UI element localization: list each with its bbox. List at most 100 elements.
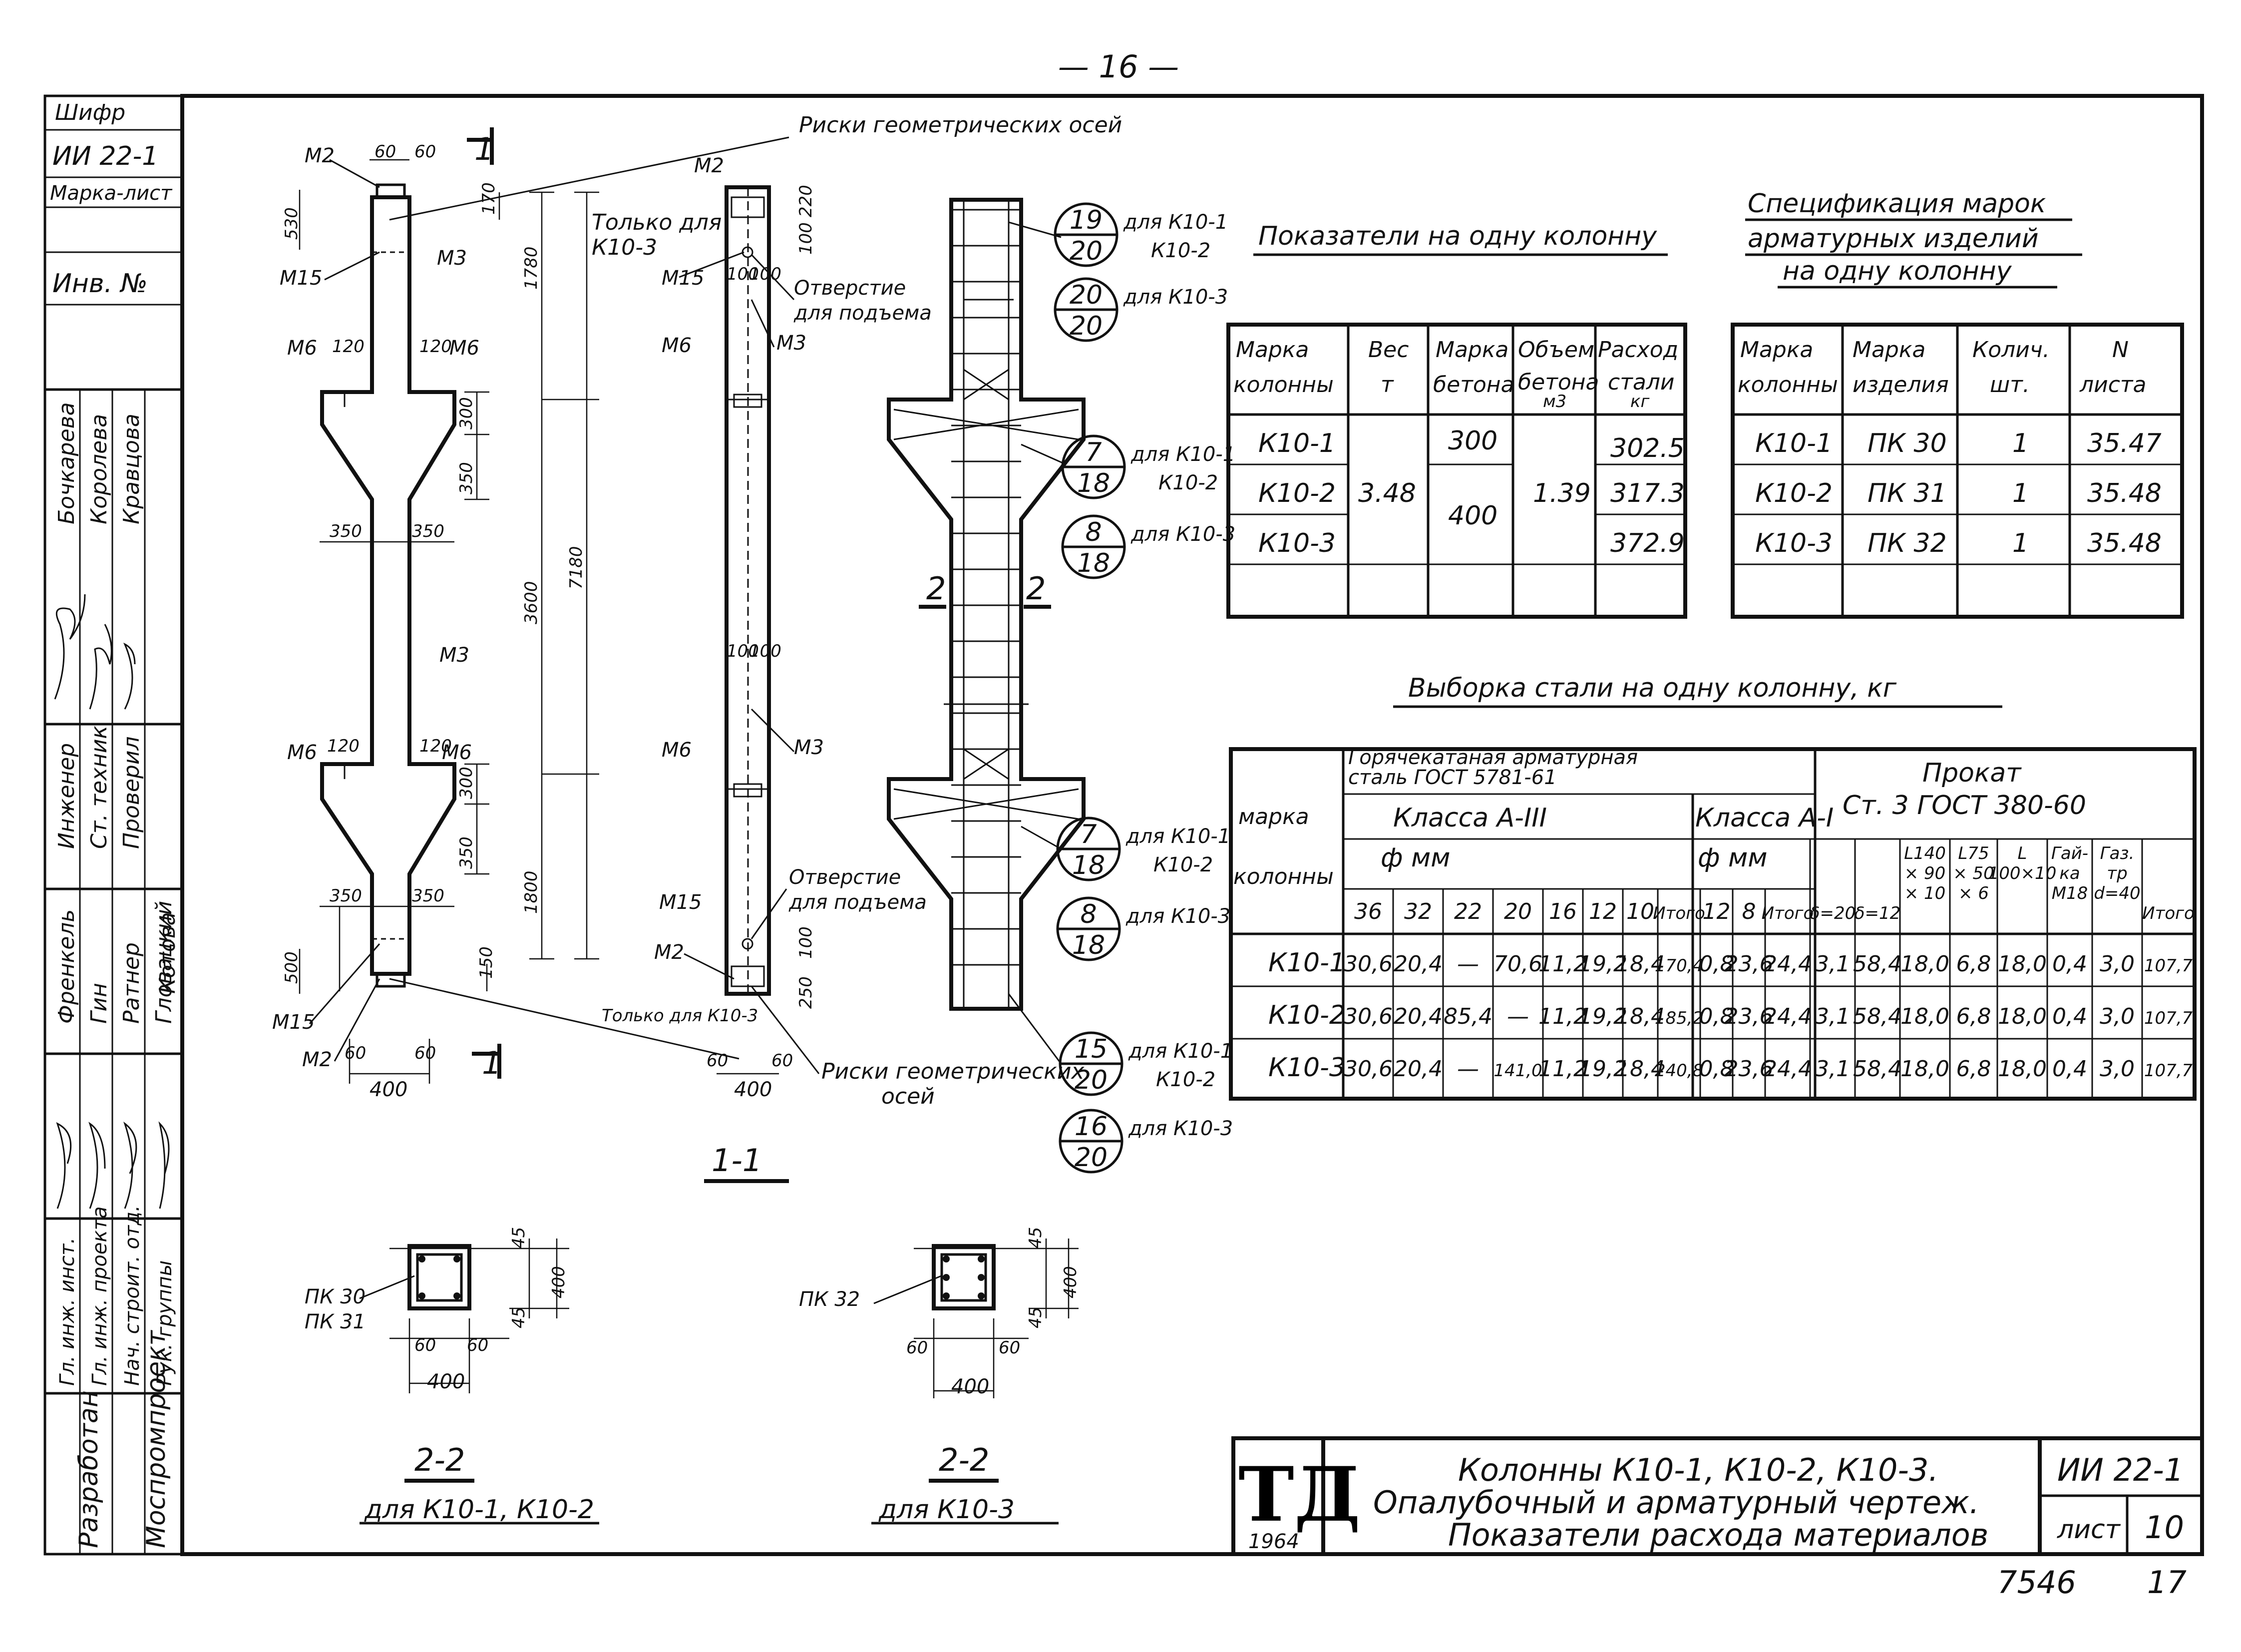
- steel-cell: 18,0: [1900, 951, 1949, 977]
- inv-label: Инв. №: [52, 269, 148, 299]
- label-m3-sec-bot: М3: [794, 736, 824, 759]
- title-line-3: Показатели расхода материалов: [1448, 1517, 1988, 1553]
- label-hole-top-a: Отверстие: [794, 277, 906, 300]
- ind-row-3-steel: 372.9: [1610, 528, 1685, 558]
- label-hole-bot-b: для подъема: [788, 891, 927, 914]
- signature-2: [89, 624, 112, 710]
- steel-cell: 23,6: [1725, 951, 1774, 977]
- steel-h-class1: Класса А-I: [1695, 803, 1834, 833]
- dim-400-22a: 400: [427, 1370, 465, 1393]
- steel-col-header: 12: [1703, 899, 1731, 924]
- steel-cell: 23,6: [1725, 1056, 1774, 1082]
- callout-note-2: К10-2: [1156, 1068, 1215, 1091]
- steel-cell: 23,6: [1725, 1004, 1774, 1029]
- dim-300-bot: 300: [456, 767, 476, 799]
- dim-3600: 3600: [521, 581, 541, 624]
- section-2-2-b-caption: для К10-3: [878, 1495, 1015, 1525]
- dim-100-sec-a: 100: [727, 264, 759, 284]
- dim-45-22a-top: 45: [509, 1227, 529, 1248]
- steel-cell: 58,4: [1853, 951, 1902, 977]
- steel-col-header: 100×10: [1988, 863, 2057, 883]
- steel-col-header: Гай-: [2051, 843, 2088, 863]
- steel-col-header: δ=20: [1810, 903, 1856, 923]
- dim-100-sec-top: 100: [796, 222, 816, 255]
- steel-cell: 20,4: [1394, 951, 1443, 977]
- specification-table: Спецификация марок арматурных изделий на…: [1731, 189, 2184, 619]
- cut-marker-2-right: 2: [1026, 570, 1046, 607]
- steel-cell: 0,4: [2052, 1004, 2087, 1029]
- ind-weight: 3.48: [1358, 478, 1416, 508]
- label-m6-right-top: М6: [449, 337, 479, 360]
- section-1-1-label: 1-1: [712, 1142, 762, 1179]
- steel-cell: 19,2: [1578, 1004, 1627, 1029]
- label-hole-top-b: для подъема: [793, 302, 932, 325]
- steel-h-prokat-b: Ст. 3 ГОСТ 380-60: [1843, 791, 2086, 821]
- steel-cell: 30,6: [1344, 1004, 1393, 1029]
- ind-h-steel-c: кг: [1630, 392, 1650, 412]
- steel-title: Выборка стали на одну колонну, кг: [1408, 673, 1897, 703]
- steel-col-header: Газ.: [2100, 843, 2135, 863]
- steel-cell: 0,4: [2052, 1056, 2087, 1082]
- label-m6-sec-bot: М6: [662, 739, 692, 762]
- dim-100-sec-c: 100: [727, 641, 759, 661]
- callout-note-1: для К10-1: [1128, 1040, 1233, 1063]
- steel-cell: 19,2: [1578, 951, 1627, 977]
- spec-title-3: на одну колонну: [1783, 256, 2012, 286]
- footer-right-number: 17: [2147, 1564, 2187, 1601]
- spec-h-item-b: изделия: [1853, 372, 1949, 398]
- steel-h-hot-a: Горячекатаная арматурная: [1348, 746, 1638, 769]
- dim-100-sec-d: 100: [749, 641, 781, 661]
- label-pk30: ПК 30: [305, 1285, 366, 1308]
- dim-60-sec-b: 60: [771, 1051, 793, 1071]
- steel-cell: 18,0: [1998, 951, 2047, 977]
- ind-h-steel-a: Расход: [1598, 337, 1678, 363]
- signature-5: [88, 1122, 106, 1209]
- title-year: 1964: [1248, 1530, 1299, 1553]
- spec-h-sheet-a: N: [2112, 337, 2129, 363]
- steel-cell: 3,0: [2100, 1004, 2135, 1029]
- steel-cell: 18,4: [1616, 951, 1665, 977]
- callout-bottom: 20: [1075, 1143, 1108, 1173]
- steel-cell: 58,4: [1853, 1056, 1902, 1082]
- steel-h-phi: ф мм: [1381, 843, 1450, 873]
- steel-cell: 0,8: [1699, 1004, 1734, 1029]
- section-2-2-a-caption: для К10-1, К10-2: [364, 1495, 594, 1525]
- callout-bottom: 18: [1077, 468, 1110, 498]
- stamp-name-gin: Гин: [86, 983, 112, 1024]
- stamp-role-chief-project: Гл. инж. проекта: [88, 1207, 111, 1386]
- steel-cell: 24,4: [1763, 1056, 1812, 1082]
- dim-45-22b-top: 45: [1026, 1227, 1046, 1248]
- label-hole-bot-a: Отверстие: [789, 866, 901, 889]
- dim-350-right-lower: 350: [412, 886, 444, 906]
- callout-bottom: 20: [1070, 311, 1103, 341]
- section-2-2-b-label: 2-2: [939, 1442, 989, 1478]
- ind-row-2-mark: К10-2: [1258, 478, 1336, 508]
- label-pk32: ПК 32: [799, 1288, 860, 1311]
- steel-cell: 0,4: [2052, 951, 2087, 977]
- steel-col-header: × 50: [1953, 863, 1994, 883]
- steel-frame: [1229, 747, 2197, 1101]
- steel-cell: 6,8: [1956, 1056, 1991, 1082]
- dim-350-left-upper: 350: [330, 521, 362, 541]
- callout-top: 7: [1080, 820, 1097, 849]
- steel-h-phi2: ф мм: [1698, 843, 1767, 873]
- steel-h-hot-b: сталь ГОСТ 5781-61: [1348, 766, 1557, 789]
- dim-400-22b: 400: [951, 1375, 989, 1398]
- stamp-name-ratner: Ратнер: [119, 942, 144, 1024]
- stamp-role-head-group: Рук. группы: [153, 1260, 176, 1386]
- steel-cell: —: [1507, 1004, 1529, 1029]
- shifr-label: Шифр: [55, 100, 125, 125]
- spec-row-3-qty: 1: [2012, 528, 2029, 558]
- page-number: — 16 —: [1058, 48, 1179, 85]
- callout-top: 19: [1070, 205, 1103, 235]
- steel-col-header: 36: [1354, 899, 1382, 924]
- callout-bottom: 18: [1072, 930, 1105, 960]
- spec-row-1-qty: 1: [2012, 428, 2029, 458]
- steel-cell: 107,7: [2144, 1061, 2193, 1081]
- callout-note-1: для К10-1: [1123, 211, 1228, 234]
- stamp-role-engineer: Инженер: [54, 743, 79, 849]
- dim-250: 250: [796, 976, 816, 1009]
- callout-top: 16: [1075, 1112, 1108, 1142]
